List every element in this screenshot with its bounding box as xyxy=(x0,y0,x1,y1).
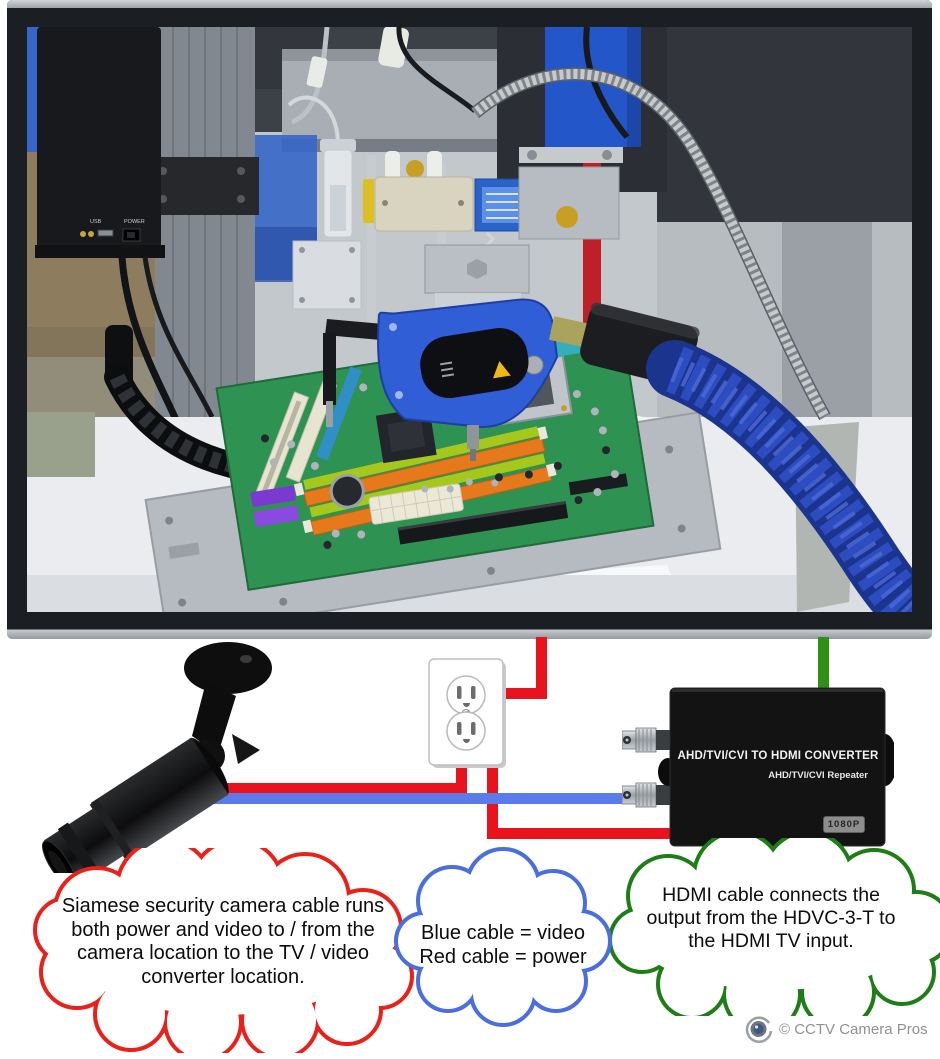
green-box xyxy=(27,412,95,477)
cable-layer xyxy=(205,637,829,839)
valve-block xyxy=(363,151,474,232)
control-box: USB POWER xyxy=(35,27,165,258)
hdmi-cable xyxy=(818,637,829,689)
atx-connector xyxy=(368,483,464,525)
monitor-bottom-edge xyxy=(7,629,932,639)
callout-cloud-siamese xyxy=(25,848,420,1053)
outlet-receptacle-top xyxy=(446,675,486,715)
camera-power-cable-stub xyxy=(456,764,467,794)
cctv-camera-pros-logo-icon xyxy=(745,1016,773,1043)
tv-power-cable-vertical xyxy=(536,637,547,699)
watermark-text: © CCTV Camera Pros xyxy=(779,1020,928,1038)
converter-power-cable-horizontal xyxy=(487,828,677,839)
tv-power-cable-horizontal xyxy=(497,688,547,699)
bullet-camera xyxy=(42,642,272,873)
flex-conduit xyxy=(470,67,831,421)
callout-text-hdmi: HDMI cable connects the output from the … xyxy=(646,884,896,952)
bnc-connector-top xyxy=(622,727,670,753)
callout-text-legend: Blue cable = video Red cable = power xyxy=(419,922,587,968)
outlet-receptacle-bottom xyxy=(446,711,486,751)
blue-wall xyxy=(27,27,39,152)
converter-box-graphic xyxy=(622,687,894,847)
callout-text-siamese: Siamese security camera cable runs both … xyxy=(61,895,385,988)
mount-bracket xyxy=(484,147,623,265)
camera-power-cable xyxy=(205,783,467,794)
bnc-connector-bottom xyxy=(622,782,670,808)
converter-subtitle: AHD/TVI/CVI Repeater xyxy=(768,770,868,781)
monitor-top-edge xyxy=(7,0,932,8)
monitor-screen-photo: USB POWER xyxy=(27,27,912,612)
power-label: POWER xyxy=(124,219,145,225)
watermark: © CCTV Camera Pros xyxy=(745,1014,928,1044)
power-outlet xyxy=(428,658,506,768)
blue-braided-hose xyxy=(646,340,912,612)
syringe xyxy=(287,95,356,238)
converter-resolution-badge: 1080P xyxy=(823,816,865,833)
callout-cloud-hdmi xyxy=(596,838,940,1016)
machine-left-column xyxy=(151,27,259,432)
tv-monitor: USB POWER xyxy=(7,0,932,639)
converter-title: AHD/TVI/CVI TO HDMI CONVERTER xyxy=(677,750,879,762)
dispenser-head xyxy=(377,298,559,461)
video-cable xyxy=(205,793,675,804)
hdmi-converter: AHD/TVI/CVI TO HDMI CONVERTER AHD/TVI/CV… xyxy=(622,686,894,852)
usb-label: USB xyxy=(90,219,102,225)
warning-triangle-icon xyxy=(492,361,511,379)
callout-cloud-legend xyxy=(388,845,616,1027)
